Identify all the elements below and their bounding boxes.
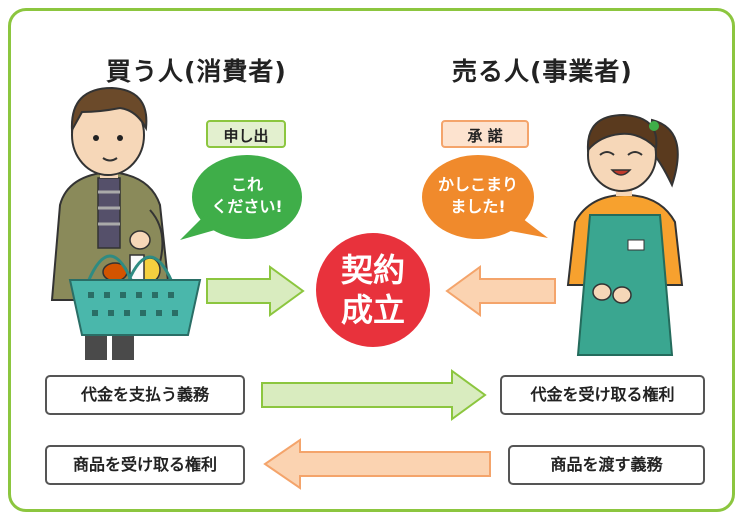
seller-bubble-line2: ました! (450, 197, 506, 216)
offer-tag: 申し出 (206, 120, 286, 148)
seller-speech-bubble (422, 155, 548, 239)
seller-bubble-line1: かしこまり (437, 175, 518, 194)
seller-title: 売る人(事業者) (452, 57, 633, 86)
buyer-obligation-box: 代金を支払う義務 (45, 375, 245, 415)
contract-label: 契約 成立 (323, 250, 423, 330)
buyer-title: 買う人(消費者) (106, 57, 287, 86)
seller-illustration (566, 113, 684, 356)
arrow-payment (261, 369, 487, 421)
contract-circle (316, 233, 430, 347)
arrow-seller-to-contract (445, 265, 556, 317)
acceptance-tag: 承 諾 (441, 120, 529, 148)
buyer-bubble-line1: これ (230, 175, 263, 194)
buyer-right-box: 商品を受け取る権利 (45, 445, 245, 485)
buyer-illustration (50, 86, 202, 360)
seller-bubble-text: かしこまり ました! (422, 174, 534, 218)
arrow-goods (263, 438, 491, 490)
buyer-speech-bubble (180, 155, 302, 240)
seller-right-box: 代金を受け取る権利 (500, 375, 705, 415)
contract-line1: 契約 (340, 251, 405, 289)
seller-obligation-box: 商品を渡す義務 (508, 445, 705, 485)
contract-line2: 成立 (340, 291, 405, 329)
buyer-bubble-line2: ください! (211, 197, 283, 216)
arrow-buyer-to-contract (206, 265, 305, 317)
buyer-bubble-text: これ ください! (192, 174, 302, 218)
